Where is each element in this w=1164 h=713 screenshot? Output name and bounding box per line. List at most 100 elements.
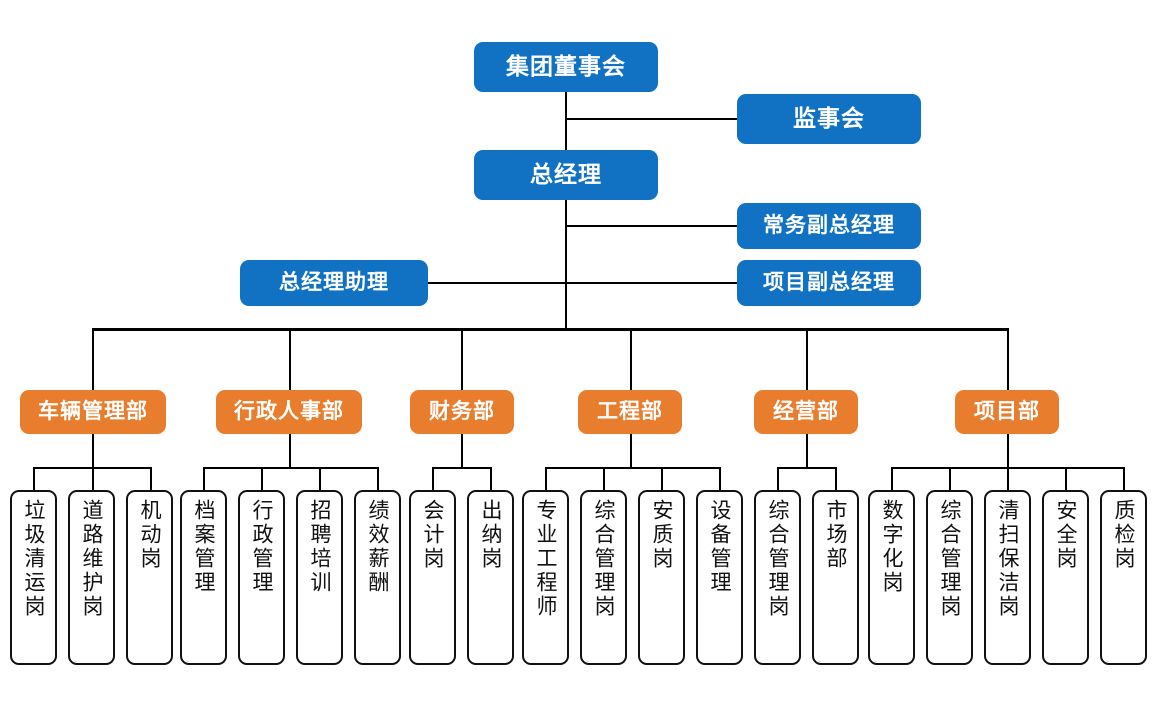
node-board[interactable]: 集团董事会	[474, 42, 658, 92]
position-label: 行政管理	[250, 499, 273, 595]
position-label: 清扫保洁岗	[996, 499, 1019, 619]
node-general-manager[interactable]: 总经理	[474, 150, 658, 200]
position-label: 安质岗	[650, 499, 673, 571]
connector-gm-spine	[565, 200, 567, 330]
position-box[interactable]: 市场部	[812, 490, 859, 665]
node-supervisory-board[interactable]: 监事会	[737, 94, 921, 144]
position-box[interactable]: 道路维护岗	[68, 490, 115, 665]
position-box[interactable]: 行政管理	[238, 490, 285, 665]
connector-spine-to-gm-assistant	[428, 282, 566, 284]
position-label: 综合管理岗	[592, 499, 615, 619]
dept-finance[interactable]: 财务部	[410, 390, 514, 434]
connector-vehicle-drop-3	[150, 467, 152, 491]
node-gm-assistant-label: 总经理助理	[279, 271, 389, 295]
position-label: 档案管理	[192, 499, 215, 595]
dept-admin-hr[interactable]: 行政人事部	[216, 390, 362, 434]
node-board-label: 集团董事会	[506, 53, 626, 80]
position-box[interactable]: 安全岗	[1042, 490, 1089, 665]
connector-spine-to-executive-deputy	[565, 225, 737, 227]
connector-admin-hr-drop-1	[203, 467, 205, 491]
node-executive-deputy-gm[interactable]: 常务副总经理	[737, 203, 921, 249]
connector-spine-to-project-deputy	[565, 282, 737, 284]
position-box[interactable]: 数字化岗	[868, 490, 915, 665]
connector-business-drop-1	[777, 467, 779, 491]
node-gm-assistant[interactable]: 总经理助理	[240, 260, 428, 306]
connector-finance-drop-1	[432, 467, 434, 491]
position-label: 专业工程师	[534, 499, 557, 619]
connector-engineer-drop-3	[661, 467, 663, 491]
position-box[interactable]: 综合管理岗	[580, 490, 627, 665]
position-label: 绩效薪酬	[366, 499, 389, 595]
connector-engineer-rail	[545, 467, 720, 469]
position-box[interactable]: 垃圾清运岗	[10, 490, 57, 665]
dept-engineer[interactable]: 工程部	[578, 390, 682, 434]
position-label: 安全岗	[1054, 499, 1077, 571]
position-label: 出纳岗	[479, 499, 502, 571]
position-box[interactable]: 质检岗	[1100, 490, 1147, 665]
position-label: 质检岗	[1112, 499, 1135, 571]
position-label: 机动岗	[138, 499, 161, 571]
dept-business[interactable]: 经营部	[754, 390, 858, 434]
dept-project[interactable]: 项目部	[955, 390, 1059, 434]
position-label: 会计岗	[421, 499, 444, 571]
connector-gm-spine-to-supervisory	[565, 118, 737, 120]
position-label: 综合管理岗	[938, 499, 961, 619]
connector-project-drop-3	[1007, 467, 1009, 491]
position-box[interactable]: 绩效薪酬	[354, 490, 401, 665]
connector-business-stem	[806, 434, 808, 468]
connector-bus-to-engineer-dept	[630, 328, 632, 390]
connector-finance-rail	[432, 467, 491, 469]
connector-project-drop-2	[949, 467, 951, 491]
position-box[interactable]: 招聘培训	[296, 490, 343, 665]
dept-engineer-label: 工程部	[597, 400, 663, 424]
connector-vehicle-stem	[92, 434, 94, 468]
position-box[interactable]: 安质岗	[638, 490, 685, 665]
position-box[interactable]: 出纳岗	[467, 490, 514, 665]
position-box[interactable]: 机动岗	[126, 490, 173, 665]
position-label: 数字化岗	[880, 499, 903, 595]
connector-finance-drop-2	[490, 467, 492, 491]
connector-vehicle-drop-2	[92, 467, 94, 491]
connector-engineer-drop-4	[719, 467, 721, 491]
connector-engineer-stem	[630, 434, 632, 468]
connector-engineer-drop-1	[545, 467, 547, 491]
connector-admin-hr-drop-3	[319, 467, 321, 491]
connector-admin-hr-drop-2	[261, 467, 263, 491]
connector-admin-hr-stem	[289, 434, 291, 468]
node-general-manager-label: 总经理	[530, 161, 602, 188]
node-project-deputy-gm-label: 项目副总经理	[763, 271, 895, 295]
position-label: 招聘培训	[308, 499, 331, 595]
position-box[interactable]: 档案管理	[180, 490, 227, 665]
position-label: 设备管理	[708, 499, 731, 595]
position-box[interactable]: 会计岗	[409, 490, 456, 665]
dept-project-label: 项目部	[974, 400, 1040, 424]
dept-business-label: 经营部	[773, 400, 839, 424]
connector-finance-stem	[461, 434, 463, 468]
department-bus-line	[92, 328, 1008, 331]
dept-vehicle[interactable]: 车辆管理部	[20, 390, 166, 434]
dept-admin-hr-label: 行政人事部	[234, 400, 344, 424]
connector-admin-hr-drop-4	[377, 467, 379, 491]
position-box[interactable]: 专业工程师	[522, 490, 569, 665]
position-box[interactable]: 设备管理	[696, 490, 743, 665]
connector-vehicle-drop-1	[33, 467, 35, 491]
position-box[interactable]: 清扫保洁岗	[984, 490, 1031, 665]
connector-project-drop-1	[891, 467, 893, 491]
position-box[interactable]: 综合管理岗	[754, 490, 801, 665]
connector-bus-to-finance-dept	[461, 328, 463, 390]
connector-bus-to-vehicle-dept	[92, 328, 94, 390]
node-project-deputy-gm[interactable]: 项目副总经理	[737, 260, 921, 306]
connector-business-drop-2	[835, 467, 837, 491]
position-label: 综合管理岗	[766, 499, 789, 619]
connector-bus-to-admin-hr-dept	[289, 328, 291, 390]
position-label: 市场部	[824, 499, 847, 571]
connector-admin-hr-rail	[203, 467, 378, 469]
position-box[interactable]: 综合管理岗	[926, 490, 973, 665]
connector-project-drop-4	[1065, 467, 1067, 491]
position-label: 垃圾清运岗	[22, 499, 45, 619]
position-label: 道路维护岗	[80, 499, 103, 619]
dept-finance-label: 财务部	[429, 400, 495, 424]
connector-project-drop-5	[1123, 467, 1125, 491]
connector-board-to-gm	[565, 92, 567, 150]
